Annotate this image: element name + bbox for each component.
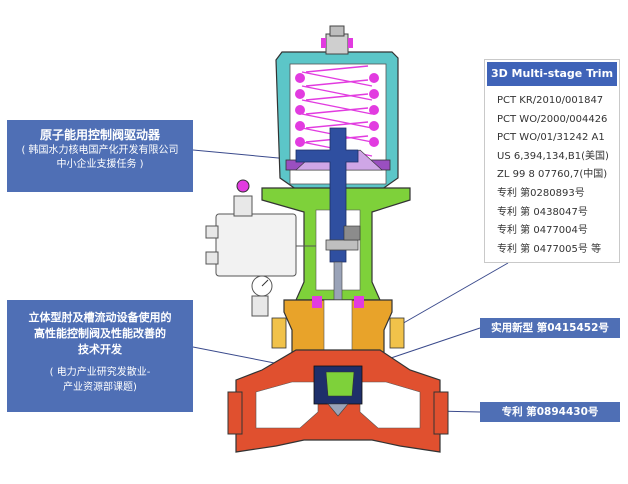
patent-panel: 3D Multi-stage Trim PCT KR/2010/001847 P… bbox=[484, 59, 620, 263]
patent-label: 专利 第0894430号 bbox=[480, 402, 620, 422]
patent-item: PCT WO/2000/004426 bbox=[497, 113, 608, 125]
utility-model-label: 实用新型 第0415452号 bbox=[480, 318, 620, 338]
patent-item: US 6,394,134,B1(美国) bbox=[497, 150, 609, 162]
tech-development-label-box: 立体型肘及槽流动设备使用的 高性能控制阀及性能改善的 技术开发 ( 电力产业研究… bbox=[7, 300, 193, 412]
actuator-subtitle-line1: ( 韩国水力核电国产化开发有限公司 bbox=[21, 145, 179, 156]
tech-subtitle-line1: ( 电力产业研究发散业- bbox=[49, 367, 151, 378]
patent-item: ZL 99 8 07760,7(中国) bbox=[497, 169, 608, 181]
actuator-label-box: 原子能用控制阀驱动器 ( 韩国水力核电国产化开发有限公司 中小企业支援任务 ) bbox=[7, 120, 193, 192]
stem-connector bbox=[325, 225, 361, 251]
tech-title-line3: 技术开发 bbox=[78, 343, 122, 356]
patent-list: PCT KR/2010/001847 PCT WO/2000/004426 PC… bbox=[485, 92, 619, 259]
patent-item: 专利 第 0477005号 等 bbox=[497, 243, 602, 255]
patent-item: 专利 第 0438047号 bbox=[497, 206, 588, 218]
tech-title-line2: 高性能控制阀及性能改善的 bbox=[34, 327, 166, 340]
patent-item: 专利 第 0477004号 bbox=[497, 225, 588, 237]
actuator-subtitle-line2: 中小企业支援任务 ) bbox=[56, 159, 144, 170]
patent-item: PCT WO/01/31242 A1 bbox=[497, 132, 605, 144]
bonnet bbox=[271, 296, 405, 355]
positioner bbox=[205, 179, 316, 317]
patent-item: 专利 第0280893号 bbox=[497, 187, 585, 199]
tech-subtitle-line2: 产业资源部课题) bbox=[63, 382, 137, 393]
patent-item: PCT KR/2010/001847 bbox=[497, 95, 604, 106]
multi-stage-trim bbox=[313, 365, 363, 417]
valve-body bbox=[227, 349, 449, 453]
spring-coils bbox=[295, 73, 379, 147]
actuator-title: 原子能用控制阀驱动器 bbox=[39, 128, 160, 142]
spring bbox=[301, 65, 373, 157]
tech-title-line1: 立体型肘及槽流动设备使用的 bbox=[28, 311, 172, 324]
patent-panel-header: 3D Multi-stage Trim bbox=[487, 62, 617, 86]
